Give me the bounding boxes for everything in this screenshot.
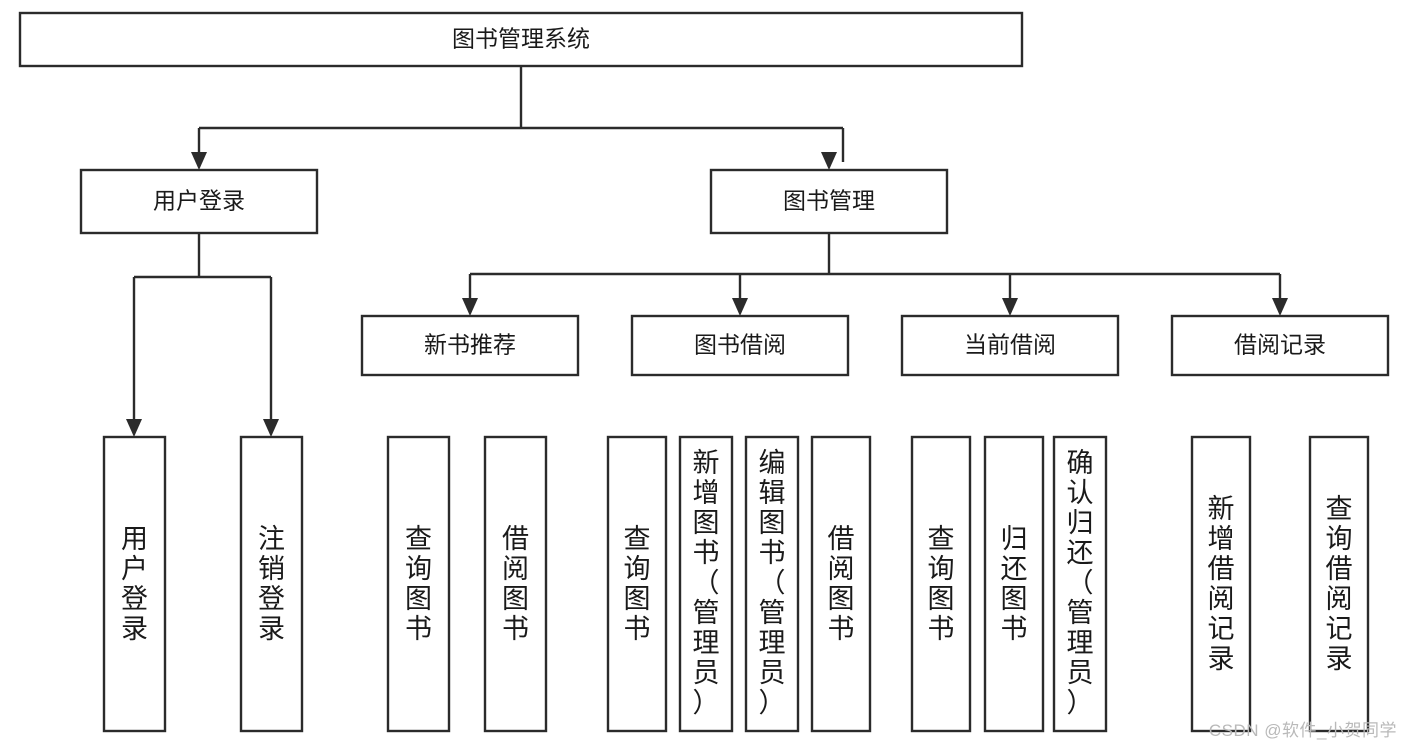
node-label-leaf-return-book: 归还图书 — [1001, 524, 1028, 644]
node-leaf-add-book-admin[interactable]: 新增图书（管理员） — [678, 435, 734, 733]
arrow-head-icon — [263, 419, 279, 437]
connector-root-to-user-login — [191, 66, 843, 170]
node-borrow-record[interactable]: 借阅记录 — [1170, 314, 1390, 377]
node-box-leaf-add-borrow-record[interactable] — [1190, 435, 1252, 733]
node-label-leaf-borrow-book: 借阅图书 — [828, 524, 855, 644]
node-leaf-edit-book-admin[interactable]: 编辑图书（管理员） — [744, 435, 800, 733]
node-box-user-login[interactable] — [79, 168, 319, 235]
node-box-leaf-add-book-admin[interactable] — [678, 435, 734, 733]
node-box-leaf-borrow-book[interactable] — [810, 435, 872, 733]
arrow-head-icon — [732, 298, 748, 316]
connector-book-manage-to-book-borrow — [732, 274, 748, 316]
node-box-leaf-borrow-book-rec[interactable] — [483, 435, 548, 733]
node-label-root: 图书管理系统 — [452, 26, 590, 52]
node-label-current-borrow: 当前借阅 — [964, 332, 1056, 358]
node-box-leaf-query-book-current[interactable] — [910, 435, 972, 733]
node-box-book-borrow[interactable] — [630, 314, 850, 377]
arrow-head-icon — [191, 152, 207, 170]
edges-layer — [126, 66, 1288, 437]
arrow-head-icon — [1002, 298, 1018, 316]
node-leaf-borrow-book[interactable]: 借阅图书 — [810, 435, 872, 733]
connector-book-manage-to-borrow-record — [1272, 274, 1288, 316]
node-leaf-user-logout[interactable]: 注销登录 — [239, 435, 304, 733]
node-user-login[interactable]: 用户登录 — [79, 168, 319, 235]
node-label-leaf-query-borrow-record: 查询借阅记录 — [1326, 494, 1353, 674]
node-root[interactable]: 图书管理系统 — [18, 11, 1024, 68]
node-box-leaf-query-borrow-record[interactable] — [1308, 435, 1370, 733]
connector-root-to-book-manage — [821, 128, 845, 170]
node-current-borrow[interactable]: 当前借阅 — [900, 314, 1120, 377]
node-new-book-recommend[interactable]: 新书推荐 — [360, 314, 580, 377]
node-label-leaf-edit-book-admin: 编辑图书（管理员） — [759, 448, 786, 718]
node-box-root[interactable] — [18, 11, 1024, 68]
node-box-leaf-query-book-rec[interactable] — [386, 435, 451, 733]
node-label-leaf-query-book-borrow: 查询图书 — [624, 524, 651, 644]
node-box-current-borrow[interactable] — [900, 314, 1120, 377]
node-label-leaf-confirm-return-admin: 确认归还（管理员） — [1067, 448, 1094, 718]
arrow-head-icon — [462, 298, 478, 316]
node-label-leaf-user-login: 用户登录 — [121, 524, 148, 644]
node-label-borrow-record: 借阅记录 — [1234, 332, 1326, 358]
node-label-book-manage: 图书管理 — [783, 188, 875, 214]
node-leaf-confirm-return-admin[interactable]: 确认归还（管理员） — [1052, 435, 1108, 733]
arrow-head-icon — [126, 419, 142, 437]
node-box-leaf-query-book-borrow[interactable] — [606, 435, 668, 733]
node-box-book-manage[interactable] — [709, 168, 949, 235]
node-box-leaf-user-logout[interactable] — [239, 435, 304, 733]
node-leaf-query-book-rec[interactable]: 查询图书 — [386, 435, 451, 733]
node-leaf-query-book-current[interactable]: 查询图书 — [910, 435, 972, 733]
node-book-manage[interactable]: 图书管理 — [709, 168, 949, 235]
node-label-leaf-user-logout: 注销登录 — [258, 524, 285, 644]
node-leaf-add-borrow-record[interactable]: 新增借阅记录 — [1190, 435, 1252, 733]
connector-user-login-to-leaf-user-login — [126, 233, 271, 437]
node-label-leaf-query-book-current: 查询图书 — [928, 524, 955, 644]
node-leaf-query-borrow-record[interactable]: 查询借阅记录 — [1308, 435, 1370, 733]
node-box-leaf-edit-book-admin[interactable] — [744, 435, 800, 733]
node-label-user-login: 用户登录 — [153, 188, 245, 214]
node-label-new-book-recommend: 新书推荐 — [424, 332, 516, 358]
arrow-head-icon — [821, 152, 837, 170]
node-box-new-book-recommend[interactable] — [360, 314, 580, 377]
connector-book-manage-to-current-borrow — [1002, 274, 1018, 316]
node-book-borrow[interactable]: 图书借阅 — [630, 314, 850, 377]
node-box-leaf-user-login[interactable] — [102, 435, 167, 733]
connector-user-login-to-leaf-user-logout — [263, 277, 279, 437]
node-leaf-user-login[interactable]: 用户登录 — [102, 435, 167, 733]
arrow-head-icon — [1272, 298, 1288, 316]
node-leaf-return-book[interactable]: 归还图书 — [983, 435, 1045, 733]
node-leaf-query-book-borrow[interactable]: 查询图书 — [606, 435, 668, 733]
node-box-leaf-return-book[interactable] — [983, 435, 1045, 733]
node-leaf-borrow-book-rec[interactable]: 借阅图书 — [483, 435, 548, 733]
node-box-borrow-record[interactable] — [1170, 314, 1390, 377]
node-label-leaf-borrow-book-rec: 借阅图书 — [502, 524, 529, 644]
node-box-leaf-confirm-return-admin[interactable] — [1052, 435, 1108, 733]
node-label-book-borrow: 图书借阅 — [694, 332, 786, 358]
node-label-leaf-add-borrow-record: 新增借阅记录 — [1208, 494, 1235, 674]
node-label-leaf-query-book-rec: 查询图书 — [405, 524, 432, 644]
node-label-leaf-add-book-admin: 新增图书（管理员） — [693, 448, 720, 718]
nodes-layer: 图书管理系统用户登录图书管理新书推荐图书借阅当前借阅借阅记录用户登录注销登录查询… — [18, 11, 1390, 733]
connector-book-manage-to-new-book-recommend — [462, 233, 1280, 316]
